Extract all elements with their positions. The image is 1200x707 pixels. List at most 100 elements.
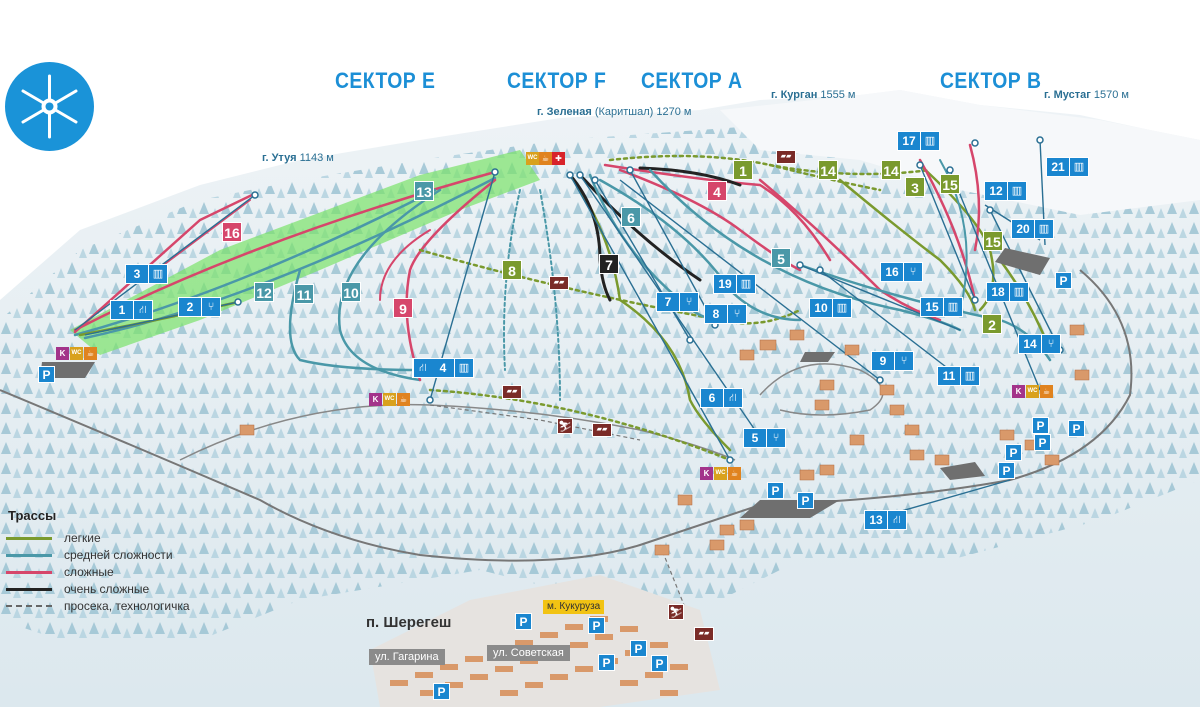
legend-label: средней сложности <box>64 548 173 562</box>
lift-4[interactable]: ⛙ 4 ▥ <box>412 358 474 378</box>
village-name: п. Шерегеш <box>366 614 452 631</box>
lift-7[interactable]: 7 ⑂ <box>656 292 699 312</box>
lift-number: 8 <box>705 305 727 323</box>
trail-marker-9[interactable]: 9 <box>393 298 413 318</box>
lift-number: 1 <box>111 301 133 319</box>
peak-name: г. Курган <box>771 89 818 101</box>
wc-icon: WC <box>70 347 83 360</box>
lift-16[interactable]: 16 ⑂ <box>880 262 923 282</box>
trail-8-line-c <box>539 189 561 401</box>
surface-lift-icon: ⑂ <box>766 429 785 447</box>
peak-altitude: 1570 м <box>1093 89 1129 101</box>
trail-marker-4[interactable]: 4 <box>707 181 727 201</box>
main-road <box>0 269 1133 562</box>
peak-altitude: 1143 м <box>299 152 334 164</box>
chairlift-icon: ▥ <box>1007 182 1026 200</box>
peak-name: г. Зеленая <box>537 106 592 118</box>
trail-marker-15b[interactable]: 15 <box>983 231 1003 251</box>
legend-swatch <box>6 587 52 591</box>
lift-number: 2 <box>179 298 201 316</box>
wc-icon: WC <box>714 467 727 480</box>
trail-12-line-b <box>83 176 497 340</box>
legend-label: легкие <box>64 531 101 545</box>
snowcat-icon: ▰▰ <box>549 276 569 290</box>
lift-3[interactable]: 3 ▥ <box>125 264 168 284</box>
lift-11[interactable]: 11 ▥ <box>937 366 980 386</box>
lift-17[interactable]: 17 ▥ <box>897 131 940 151</box>
surface-lift-icon: ⑂ <box>903 263 922 281</box>
lift-5[interactable]: 5 ⑂ <box>743 428 786 448</box>
lift-number: 5 <box>744 429 766 447</box>
lift-20[interactable]: 20 ▥ <box>1011 219 1054 239</box>
parking-sign: P <box>598 654 615 671</box>
lift-2[interactable]: 2 ⑂ <box>178 297 221 317</box>
trail-marker-11[interactable]: 11 <box>294 284 314 304</box>
trail-marker-15[interactable]: 15 <box>940 174 960 194</box>
trail-marker-2[interactable]: 2 <box>982 314 1002 334</box>
lift-number: 11 <box>938 367 960 385</box>
peak-altitude: 1270 м <box>656 106 692 118</box>
trail-marker-14b[interactable]: 14 <box>881 160 901 180</box>
sector-b-label: СЕКТОР B <box>940 68 1042 93</box>
lift-9[interactable]: 9 ⑂ <box>871 351 914 371</box>
sector-e-label: СЕКТОР E <box>335 68 436 93</box>
trail-marker-12[interactable]: 12 <box>254 282 274 302</box>
trail-10-line <box>337 188 442 382</box>
trail-marker-14[interactable]: 14 <box>818 160 838 180</box>
trail-marker-13[interactable]: 13 <box>414 181 434 201</box>
parking-sign: P <box>433 683 450 700</box>
trail-16-line-b <box>149 199 251 276</box>
service-road <box>179 403 736 461</box>
cross-country-ski-icon: ⛷ <box>668 604 684 620</box>
surface-lift-icon: ⑂ <box>894 352 913 370</box>
trail-12-line <box>73 188 437 337</box>
lift-8[interactable]: 8 ⑂ <box>704 304 747 324</box>
food-icon: ☕ <box>539 152 552 165</box>
trail-marker-6[interactable]: 6 <box>621 207 641 227</box>
surface-lift-icon: ⑂ <box>679 293 698 311</box>
trail-marker-3[interactable]: 3 <box>905 177 925 197</box>
trail-9-line-b <box>379 229 431 301</box>
cafe-icon: K <box>369 393 382 406</box>
lift-10[interactable]: 10 ▥ <box>809 298 852 318</box>
trail-marker-10[interactable]: 10 <box>341 282 361 302</box>
lift-stations <box>234 136 1064 464</box>
lift-number: 4 <box>432 359 454 377</box>
lift-number: 19 <box>714 275 736 293</box>
legend-item-medium: средней сложности <box>6 548 173 562</box>
legend-swatch <box>6 553 52 557</box>
lift-21[interactable]: 21 ▥ <box>1046 157 1089 177</box>
chairlift-icon: ▥ <box>1069 158 1088 176</box>
wc-icon: WC <box>1026 385 1039 398</box>
legend-item-track: просека, технологичка <box>6 599 190 613</box>
lift-19[interactable]: 19 ▥ <box>713 274 756 294</box>
parking-sign: P <box>797 492 814 509</box>
peak-mustag: г. Мустаг 1570 м <box>1044 89 1129 101</box>
lift-12[interactable]: 12 ▥ <box>984 181 1027 201</box>
buildings <box>239 324 1090 556</box>
lift-number: 9 <box>872 352 894 370</box>
legend-title: Трассы <box>8 508 57 523</box>
lift-1[interactable]: 1 ⛙ <box>110 300 153 320</box>
lift-number: 20 <box>1012 220 1034 238</box>
first-aid-icon: ✚ <box>552 152 565 165</box>
peak-name: г. Утуя <box>262 152 297 164</box>
lift-15[interactable]: 15 ▥ <box>920 297 963 317</box>
lift-18[interactable]: 18 ▥ <box>986 282 1029 302</box>
lift-13[interactable]: 13 ⛙ <box>864 510 907 530</box>
lift-6[interactable]: 6 ⛙ <box>700 388 743 408</box>
trail-marker-1[interactable]: 1 <box>733 160 753 180</box>
peak-utuya: г. Утуя 1143 м <box>262 152 334 164</box>
snowcat-icon: ▰▰ <box>592 423 612 437</box>
lift-14[interactable]: 14 ⑂ <box>1018 334 1061 354</box>
trail-marker-8[interactable]: 8 <box>502 260 522 280</box>
trail-b-hard-2 <box>968 143 981 252</box>
summit-snowfield <box>720 90 1200 215</box>
trail-marker-7[interactable]: 7 <box>599 254 619 274</box>
legend-item-easy: легкие <box>6 531 101 545</box>
trail-marker-5[interactable]: 5 <box>771 248 791 268</box>
trail-marker-16[interactable]: 16 <box>222 222 242 242</box>
chairlift-icon: ▥ <box>960 367 979 385</box>
lift-number: 7 <box>657 293 679 311</box>
parking-sign: P <box>998 462 1015 479</box>
